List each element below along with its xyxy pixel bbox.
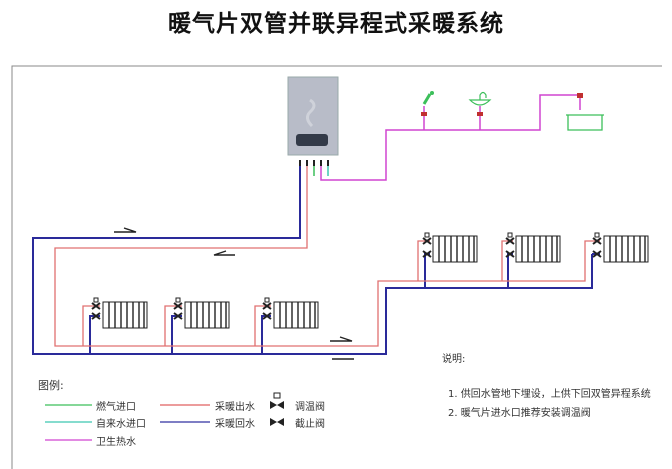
note-1: 1. 供回水管地下埋设，上供下回双管异程系统 [448, 389, 651, 400]
legend-thermostatic-valve: 调温阀 [295, 402, 325, 413]
notes-heading: 说明: [442, 354, 466, 365]
legend-thermostatic-valve-icon [270, 392, 284, 409]
legend-heating-return: 采暖回水 [215, 419, 255, 430]
radiator [505, 232, 561, 263]
flow-arrows [114, 227, 354, 360]
radiator [592, 232, 649, 263]
diagram-title: 暖气片双管并联异程式采暖系统 [168, 11, 504, 37]
legend-stop-valve-icon [270, 418, 284, 426]
legend-heading: 图例: [38, 379, 64, 392]
sink-icon [468, 91, 492, 106]
boiler-valves [299, 160, 329, 166]
legend-heating-supply: 采暖出水 [215, 402, 255, 413]
radiator [262, 297, 319, 329]
note-2: 2. 暖气片进水口推荐安装调温阀 [448, 408, 591, 419]
frame-border [11, 65, 662, 469]
legend-domestic-hot-water: 卫生热水 [96, 437, 136, 448]
boiler [287, 76, 339, 156]
radiator [422, 232, 478, 263]
radiator [173, 297, 230, 329]
domestic-hot-water-pipe [320, 94, 581, 181]
legend-lines [45, 404, 210, 441]
legend-water-inlet: 自来水进口 [96, 419, 146, 430]
fixture-valves [421, 93, 583, 116]
bathtub-icon [566, 114, 604, 131]
fixture-branches [423, 106, 481, 130]
legend-gas-inlet: 燃气进口 [96, 402, 136, 413]
radiator [91, 297, 148, 329]
shower-icon [422, 91, 434, 105]
legend-stop-valve: 截止阀 [295, 419, 325, 430]
